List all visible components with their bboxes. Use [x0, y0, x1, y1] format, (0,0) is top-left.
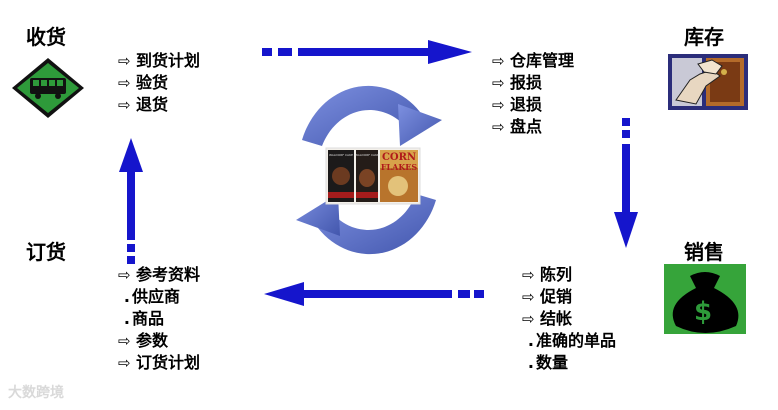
cereal-label-line2: FLAKES: [381, 162, 418, 172]
list-item: ⇨ 结帐: [522, 308, 616, 330]
cereal-label-line1: CORN: [382, 152, 416, 163]
list-item: ⇨ 参数: [118, 330, 200, 352]
list-item-text: 退货: [136, 95, 169, 114]
dot-bullet: .: [123, 287, 130, 306]
arrow-bullet: ⇨: [522, 288, 535, 306]
arrow-bullet: ⇨: [492, 52, 505, 70]
list-item-text: 退损: [510, 95, 543, 114]
product-image: WALDORF CAKE WALDORF CAKE CORN FLAKES: [325, 147, 421, 205]
flow-arrow-sales-to-ordering: [264, 282, 484, 306]
arrow-bullet: ⇨: [118, 52, 131, 70]
list-item-text: 陈列: [540, 265, 573, 284]
arrow-bullet: ⇨: [118, 354, 131, 372]
list-item-text: 盘点: [510, 117, 543, 136]
title-receiving: 收货: [26, 25, 66, 49]
dollar-sign: $: [694, 297, 712, 327]
list-item-text: 参数: [136, 331, 169, 350]
list-item: ⇨ 退损: [492, 94, 574, 116]
arrow-bullet: ⇨: [118, 96, 131, 114]
list-item-text: 到货计划: [136, 51, 201, 70]
list-item-text: 供应商: [132, 287, 181, 306]
bus-icon: [12, 58, 84, 118]
list-item: ⇨ 仓库管理: [492, 50, 574, 72]
list-item: .供应商: [118, 286, 200, 308]
list-inventory: ⇨ 仓库管理 ⇨ 报损 ⇨ 退损 ⇨ 盘点: [492, 50, 574, 138]
title-sales: 销售: [684, 240, 724, 264]
arrow-bullet: ⇨: [522, 266, 535, 284]
flow-arrow-receiving-to-inventory: [262, 40, 472, 64]
list-item-text: 订货计划: [136, 353, 201, 372]
list-item: ⇨ 验货: [118, 72, 200, 94]
title-ordering: 订货: [26, 240, 66, 264]
list-item: ⇨ 促销: [522, 286, 616, 308]
list-receiving: ⇨ 到货计划 ⇨ 验货 ⇨ 退货: [118, 50, 200, 116]
title-inventory: 库存: [684, 25, 724, 49]
dot-bullet: .: [527, 353, 534, 372]
list-item-text: 参考资料: [136, 265, 201, 284]
list-item: ⇨ 退货: [118, 94, 200, 116]
list-item-text: 促销: [540, 287, 573, 306]
list-sales: ⇨ 陈列 ⇨ 促销 ⇨ 结帐 .准确的单品 .数量: [522, 264, 616, 374]
arrow-bullet: ⇨: [492, 96, 505, 114]
arrow-bullet: ⇨: [492, 118, 505, 136]
warehouse-door-icon: [668, 54, 748, 110]
dot-bullet: .: [527, 331, 534, 350]
list-item-text: 验货: [136, 73, 169, 92]
list-item-text: 商品: [132, 309, 165, 328]
product-label-1: WALDORF CAKE: [329, 153, 353, 157]
list-item: .准确的单品: [522, 330, 616, 352]
arrow-bullet: ⇨: [118, 266, 131, 284]
list-item-text: 仓库管理: [510, 51, 575, 70]
list-item: ⇨ 参考资料: [118, 264, 200, 286]
list-ordering: ⇨ 参考资料 .供应商 .商品 ⇨ 参数 ⇨ 订货计划: [118, 264, 200, 374]
list-item: ⇨ 盘点: [492, 116, 574, 138]
list-item-text: 结帐: [540, 309, 573, 328]
cycle-arrows: [296, 85, 442, 255]
dot-bullet: .: [123, 309, 130, 328]
money-bag-icon: $: [664, 264, 746, 334]
arrow-bullet: ⇨: [492, 74, 505, 92]
arrow-bullet: ⇨: [522, 310, 535, 328]
list-item: ⇨ 陈列: [522, 264, 616, 286]
list-item: .数量: [522, 352, 616, 374]
watermark: 大数跨境: [8, 385, 64, 401]
list-item: ⇨ 到货计划: [118, 50, 200, 72]
list-item-text: 准确的单品: [536, 331, 617, 350]
list-item-text: 数量: [536, 353, 569, 372]
list-item: ⇨ 报损: [492, 72, 574, 94]
list-item: .商品: [118, 308, 200, 330]
arrow-bullet: ⇨: [118, 74, 131, 92]
arrow-bullet: ⇨: [118, 332, 131, 350]
product-label-2: WALDORF CAKE: [355, 153, 379, 157]
list-item-text: 报损: [510, 73, 543, 92]
flow-arrow-ordering-to-receiving: [119, 138, 143, 264]
flow-arrow-inventory-to-sales: [614, 118, 638, 248]
list-item: ⇨ 订货计划: [118, 352, 200, 374]
